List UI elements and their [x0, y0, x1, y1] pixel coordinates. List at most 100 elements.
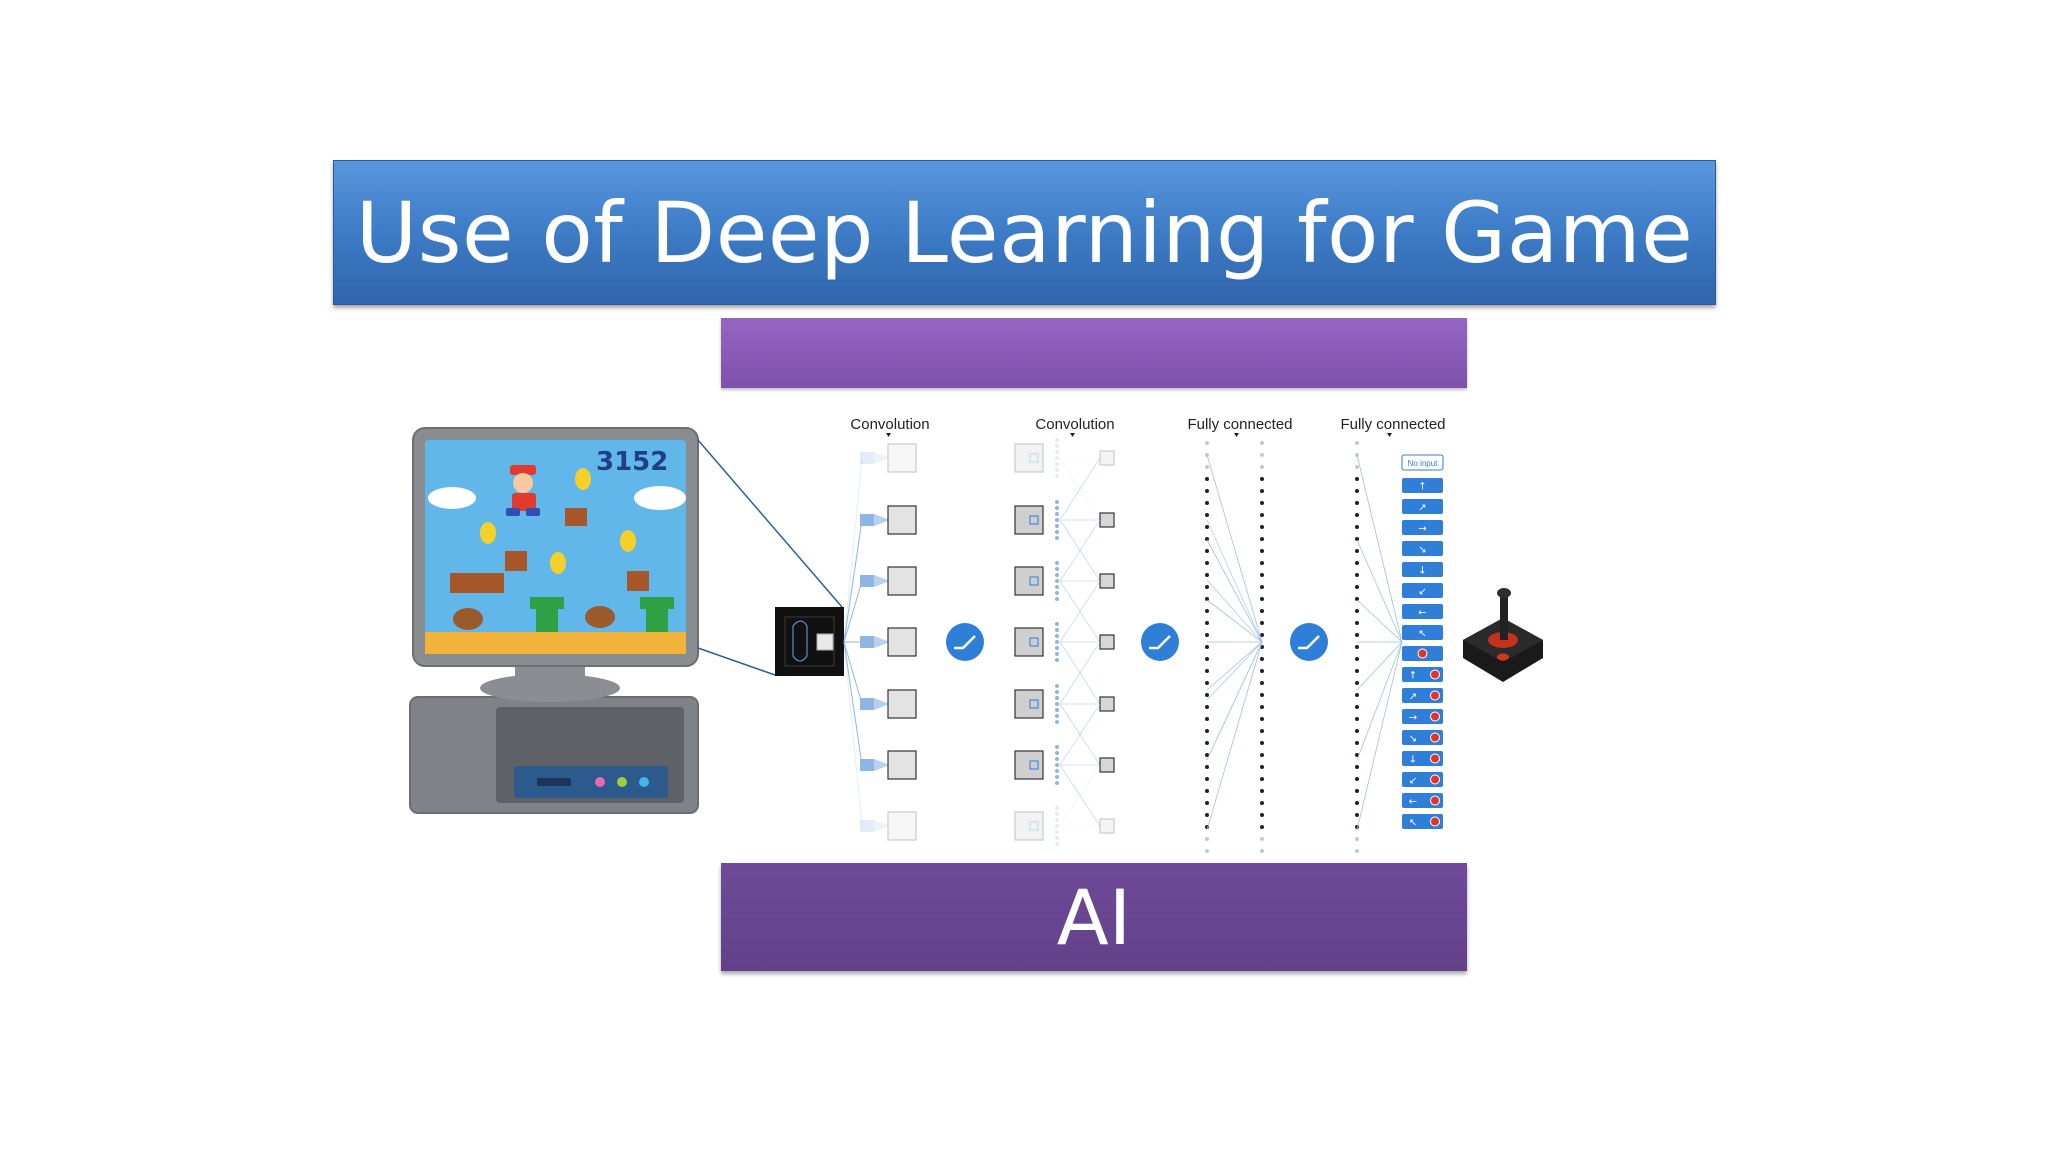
conv2-input-map	[1014, 443, 1044, 473]
layer-label-conv2: Convolution	[1035, 416, 1115, 433]
output-fire-icon	[1430, 669, 1440, 680]
fc-neuron	[1355, 585, 1359, 589]
fc-neuron	[1260, 789, 1264, 793]
fc-neuron	[1355, 729, 1359, 733]
fully-connected-layers	[1205, 441, 1403, 853]
fc-neuron	[1260, 753, 1264, 757]
layer-label-fc2: Fully connected	[1340, 416, 1446, 433]
conv1-filter-beam	[874, 820, 890, 832]
conv2-unit	[1055, 500, 1059, 504]
conv2-connector	[1059, 703, 1101, 766]
fc-neuron	[1260, 537, 1264, 541]
joystick-icon	[1463, 588, 1543, 682]
conv2-unit	[1055, 640, 1059, 644]
output-action-button	[1402, 604, 1443, 619]
fc-neuron	[1260, 465, 1264, 469]
fc-neuron	[1260, 705, 1264, 709]
conv2-kernel	[1029, 760, 1039, 770]
conv2-unit	[1055, 714, 1059, 718]
conv2-feature-map	[1099, 512, 1115, 528]
conv2-unit	[1055, 690, 1059, 694]
output-arrow-icon: ↙	[1409, 776, 1417, 787]
conv2-feature-map	[1099, 634, 1115, 650]
output-arrow-icon: ↘	[1409, 734, 1417, 745]
fc-neuron	[1260, 573, 1264, 577]
conv2-feature-map	[1099, 696, 1115, 712]
conv2-kernel	[1029, 576, 1039, 586]
fc-neuron	[1260, 609, 1264, 613]
fc-neuron	[1260, 717, 1264, 721]
conv2-connector	[1059, 764, 1101, 827]
top-purple-bar	[721, 318, 1467, 388]
conv2-feature-map	[1099, 818, 1115, 834]
conv2-feature-maps	[1014, 438, 1115, 846]
fc-neuron	[1260, 849, 1264, 853]
fc-neuron	[1355, 693, 1359, 697]
output-arrow-icon: ←	[1418, 608, 1426, 619]
conv2-kernel	[1029, 821, 1039, 831]
conv2-unit	[1055, 684, 1059, 688]
conv2-unit	[1055, 512, 1059, 516]
pipes	[530, 597, 674, 632]
output-arrow-icon: ↗	[1418, 503, 1426, 514]
conv2-unit	[1055, 658, 1059, 662]
conv2-unit	[1055, 518, 1059, 522]
fc-neuron	[1205, 813, 1209, 817]
conv1-connector	[843, 641, 863, 766]
conv2-unit	[1055, 474, 1059, 478]
fc-neuron	[1205, 753, 1209, 757]
fc-neuron	[1260, 453, 1264, 457]
conv2-unit	[1055, 506, 1059, 510]
conv2-connector	[1059, 764, 1101, 827]
conv2-unit	[1055, 812, 1059, 816]
output-arrow-icon: ↑	[1409, 671, 1417, 682]
fc-neuron	[1355, 813, 1359, 817]
output-arrow-icon: →	[1409, 713, 1417, 724]
output-fire-icon	[1430, 816, 1440, 827]
conv2-unit	[1055, 450, 1059, 454]
output-fire-icon	[1430, 711, 1440, 722]
conv1-filter-beam	[874, 452, 890, 464]
output-arrow-icon: ↗	[1409, 692, 1417, 703]
conv2-unit	[1055, 806, 1059, 810]
fc-neuron	[1355, 741, 1359, 745]
conv2-unit	[1055, 646, 1059, 650]
layer-arrows	[886, 433, 1392, 437]
conv2-unit	[1055, 622, 1059, 626]
conv2-unit	[1055, 696, 1059, 700]
fc-neuron	[1260, 729, 1264, 733]
fc-neuron	[1355, 537, 1359, 541]
conv2-unit	[1055, 597, 1059, 601]
fc2-connector	[1356, 641, 1403, 831]
conv2-feature-map	[1099, 573, 1115, 589]
fc-neuron	[1205, 645, 1209, 649]
conv2-connector	[1059, 580, 1101, 643]
fc-neuron	[1355, 525, 1359, 529]
conv2-unit	[1055, 628, 1059, 632]
fc2-connector	[1356, 454, 1403, 643]
fc-neuron	[1205, 765, 1209, 769]
fc-neuron	[1260, 561, 1264, 565]
conv2-unit	[1055, 456, 1059, 460]
conv2-unit	[1055, 579, 1059, 583]
conv2-unit	[1055, 634, 1059, 638]
conv2-unit	[1055, 745, 1059, 749]
fc1-connector	[1206, 454, 1263, 643]
fc-neuron	[1355, 753, 1359, 757]
conv2-unit	[1055, 757, 1059, 761]
conv1-feature-map	[887, 689, 917, 719]
conv2-unit	[1055, 530, 1059, 534]
output-arrow-icon: ↓	[1409, 755, 1417, 766]
output-actions: No input ↑↗→↘↓↙←↖↑↗→↘↓↙←↖	[1401, 454, 1444, 829]
fc-neuron	[1205, 777, 1209, 781]
fc-neuron	[1260, 585, 1264, 589]
conv2-unit	[1055, 818, 1059, 822]
conv2-connector	[1059, 519, 1101, 582]
output-arrow-icon: ↑	[1418, 482, 1426, 493]
slide-title: Use of Deep Learning for Game	[355, 183, 1694, 282]
fc-neuron	[1355, 477, 1359, 481]
fc-neuron	[1205, 573, 1209, 577]
conv2-unit	[1055, 769, 1059, 773]
conv2-connector	[1059, 457, 1101, 521]
fc-neuron	[1355, 441, 1359, 445]
